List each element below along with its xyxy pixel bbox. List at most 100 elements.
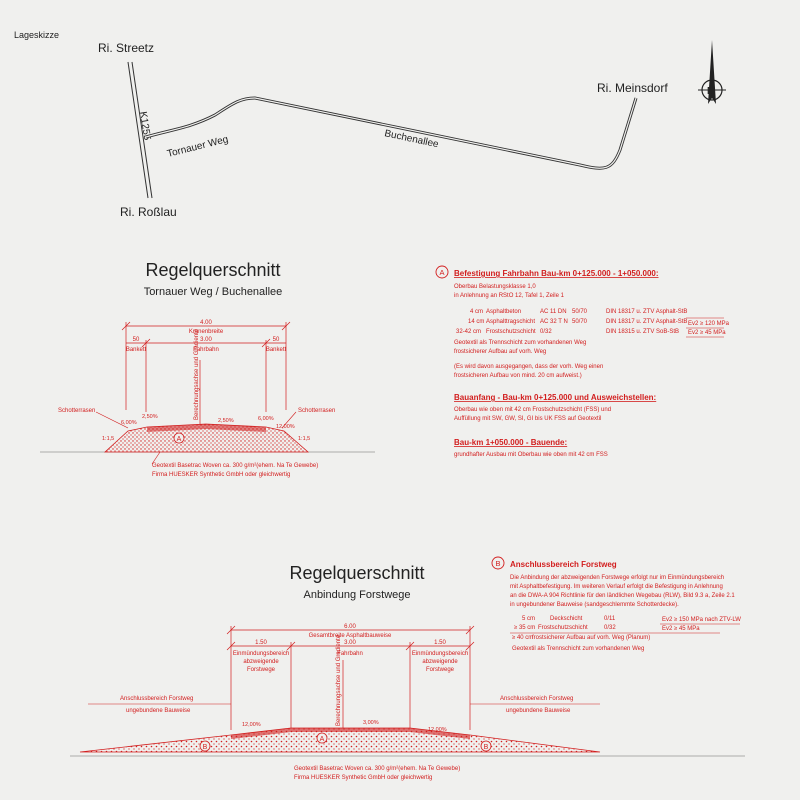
svg-text:32-42 cm: 32-42 cm — [456, 329, 481, 335]
section-b-left-label-1: Einmündungsbereich — [233, 651, 289, 657]
section-b-slope-center: 3,00% — [363, 720, 379, 726]
cross-section-b: Regelquerschnitt Anbindung Forstwege 6.0… — [70, 563, 745, 781]
svg-text:0/32: 0/32 — [540, 329, 552, 335]
section-a-geotextile-2: Firma HUESKER Synthetic GmbH oder gleich… — [152, 472, 290, 478]
section-a-bankett-right: Bankett — [266, 347, 287, 353]
section-a-total-width-label: Kronenbreite — [189, 329, 224, 335]
svg-text:DIN 18317 u. ZTV Asphalt-StB: DIN 18317 u. ZTV Asphalt-StB — [606, 309, 687, 315]
svg-text:0/32: 0/32 — [604, 625, 616, 631]
svg-text:DIN 18315 u. ZTV SoB-StB: DIN 18315 u. ZTV SoB-StB — [606, 329, 679, 335]
spec-a-note4: frostsicheren Aufbau von mind. 20 cm auf… — [454, 373, 582, 379]
section-a-asphalt-layer — [147, 424, 266, 432]
road-tornauer-buchenallee — [145, 96, 638, 170]
section-b-dim-right: 1.50 — [434, 640, 446, 646]
section-a-marker-circle — [173, 432, 185, 444]
spec-b-p1: Die Anbindung der abzweigenden Forstwege… — [510, 575, 724, 581]
spec-a-note3: (Es wird davon ausgegangen, dass der vor… — [454, 364, 603, 370]
spec-b-ev-top: Ev2 ≥ 150 MPa nach ZTV-LW — [662, 617, 741, 623]
spec-a-heading: Befestigung Fahrbahn Bau-km 0+125.000 - … — [454, 269, 659, 278]
road-k1255-label: K1255 — [137, 111, 152, 142]
svg-text:14 cm: 14 cm — [468, 319, 484, 325]
site-plan: Lageskizze K1255 Ri. Streetz Ri. Roßlau … — [14, 30, 726, 219]
svg-text:Frostschutzschicht: Frostschutzschicht — [538, 625, 588, 631]
spec-a-line1: Oberbau Belastungsklasse 1,0 — [454, 284, 536, 290]
section-a-slope-center: 2,50% — [218, 418, 234, 424]
svg-text:Asphaltbeton: Asphaltbeton — [486, 309, 521, 315]
section-a-dim-center: 3.00 — [200, 337, 212, 343]
spec-a-h2-line2: Auffüllung mit SW, GW, SI, GI bis UK FSS… — [454, 416, 601, 422]
section-b-left-label-3: Forstwege — [247, 667, 276, 673]
svg-text:0/11: 0/11 — [604, 616, 616, 622]
section-b-geotextile-1: Geotextil Basetrac Woven ca. 300 g/m²(eh… — [294, 766, 460, 772]
svg-text:≥ 40 cm: ≥ 40 cm — [512, 635, 533, 641]
section-b-anschluss-left-2: ungebundene Bauweise — [126, 708, 191, 714]
section-a-marker: A — [177, 436, 182, 443]
section-b-right-label-3: Forstwege — [426, 667, 455, 673]
section-b-slope-left: 12,00% — [242, 722, 261, 728]
spec-b-table: 5 cm Deckschicht 0/11 ≥ 35 cm Frostschut… — [510, 616, 741, 641]
spec-a-heading2: Bauanfang - Bau-km 0+125.000 und Ausweic… — [454, 393, 656, 402]
section-b-total-width: 6.00 — [344, 624, 356, 630]
label-ri-streetz: Ri. Streetz — [98, 41, 154, 55]
svg-text:Asphalttragschicht: Asphalttragschicht — [486, 319, 535, 325]
svg-text:50/70: 50/70 — [572, 309, 588, 315]
spec-a-h2-line1: Oberbau wie oben mit 42 cm Frostschutzsc… — [454, 407, 611, 413]
svg-text:AC 11 DN: AC 11 DN — [540, 309, 567, 315]
svg-text:DIN 18317 u. ZTV Asphalt-StB: DIN 18317 u. ZTV Asphalt-StB — [606, 319, 687, 325]
section-a-dim-right: 50 — [273, 337, 280, 343]
section-a-schotterrasen-left: Schotterrasen — [58, 408, 95, 414]
svg-text:Frostschutzschicht: Frostschutzschicht — [486, 329, 536, 335]
section-a-fahrbahn: Fahrbahn — [193, 347, 219, 353]
section-b-right-label-2: abzweigende — [422, 659, 458, 665]
section-a-bankett-left: Bankett — [126, 347, 147, 353]
section-a-total-width: 4.00 — [200, 320, 212, 326]
svg-text:5 cm: 5 cm — [522, 616, 535, 622]
section-b-subtitle: Anbindung Forstwege — [303, 589, 410, 601]
section-a-ratio-right: 1:1,5 — [298, 436, 310, 442]
label-tornauer-weg: Tornauer Weg — [166, 134, 229, 160]
section-a-geotextile-1: Geotextil Basetrac Woven ca. 300 g/m²(eh… — [152, 463, 318, 469]
north-label: N — [707, 86, 714, 97]
spec-b-ev-bottom: Ev2 ≥ 45 MPa — [662, 626, 700, 632]
spec-b-note: Geotextil als Trennschicht zum vorhanden… — [512, 646, 644, 652]
spec-a-h3-line1: grundhafter Ausbau mit Oberbau wie oben … — [454, 452, 608, 458]
section-b-asphalt-layer — [231, 728, 470, 739]
svg-text:Deckschicht: Deckschicht — [550, 616, 583, 622]
section-b-dim-left: 1.50 — [255, 640, 267, 646]
svg-text:AC 32 T N: AC 32 T N — [540, 319, 568, 325]
section-b-slope-right: 12,00% — [428, 727, 447, 733]
site-plan-title: Lageskizze — [14, 30, 59, 40]
section-a-slope-l1: 6,00% — [121, 420, 137, 426]
section-b-title: Regelquerschnitt — [289, 563, 424, 583]
spec-b-p3: an die DWA-A 904 Richtlinie für den länd… — [510, 593, 735, 599]
section-b-total-width-label: Gesamtbreite Asphaltbauweise — [309, 633, 392, 639]
section-a-ratio-left: 1:1,5 — [102, 436, 114, 442]
spec-b-p2: mit Asphaltbefestigung. Im weiteren Verl… — [510, 584, 723, 590]
spec-a-line2: in Anlehnung an RStO 12, Tafel 1, Zeile … — [454, 293, 565, 299]
section-a-subtitle: Tornauer Weg / Buchenallee — [144, 286, 283, 298]
svg-text:frostsicherer Aufbau auf vorh.: frostsicherer Aufbau auf vorh. Weg (Plan… — [532, 635, 650, 641]
section-a-slope-l2: 2,50% — [142, 414, 158, 420]
svg-text:50/70: 50/70 — [572, 319, 588, 325]
section-a-schotterrasen-right: Schotterrasen — [298, 408, 335, 414]
cross-section-a: Regelquerschnitt Tornauer Weg / Buchenal… — [40, 260, 375, 478]
spec-b: B Anschlussbereich Forstweg Die Anbindun… — [491, 556, 741, 652]
section-b-dimension-lines — [226, 625, 475, 730]
spec-b-heading: Anschlussbereich Forstweg — [510, 560, 617, 569]
spec-a-note1: Geotextil als Trennschicht zum vorhanden… — [454, 340, 586, 346]
label-ri-meinsdorf: Ri. Meinsdorf — [597, 81, 668, 95]
section-b-right-label-1: Einmündungsbereich — [412, 651, 468, 657]
svg-text:≥ 35 cm: ≥ 35 cm — [514, 625, 535, 631]
spec-a-note2: frostsicherer Aufbau auf vorh. Weg — [454, 349, 546, 355]
section-b-axis-label: Berechnungsachse und Gradiente — [336, 634, 342, 726]
svg-text:4 cm: 4 cm — [470, 309, 483, 315]
section-a-slope-r2: 12,00% — [276, 424, 295, 430]
section-a-title: Regelquerschnitt — [145, 260, 280, 280]
north-arrow-icon — [698, 40, 726, 104]
spec-a-marker: A — [439, 268, 444, 277]
spec-a-table: 4 cm Asphaltbeton AC 11 DN 50/70 DIN 183… — [456, 309, 730, 338]
spec-a-ev-bottom: Ev2 ≥ 45 MPa — [688, 330, 726, 336]
section-b-left-label-2: abzweigende — [243, 659, 279, 665]
